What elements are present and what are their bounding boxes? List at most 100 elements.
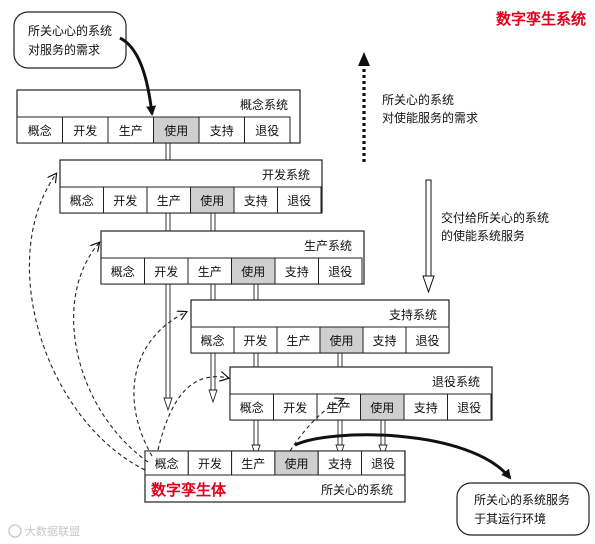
stage-label: 开发 (113, 193, 137, 208)
stage-label: 支持 (285, 264, 309, 279)
callout-bottom-right-line2: 于其运行环境 (474, 511, 546, 526)
stage-cell (190, 186, 235, 214)
stage-cell (59, 186, 104, 214)
stage-cell (229, 393, 274, 421)
stage-cell (319, 326, 364, 354)
dashed-arrow-2 (73, 243, 149, 463)
stage-label: 退役 (328, 264, 352, 279)
stage-cell (405, 326, 450, 354)
flow-line-5 (380, 419, 386, 446)
callout-top-left-line2: 对服务的需求 (28, 42, 100, 57)
stage-label: 生产 (286, 334, 310, 348)
service-need-arrow (119, 36, 157, 116)
stage-cell (153, 116, 200, 144)
system-name: 支持系统 (389, 307, 437, 322)
stage-cell (277, 186, 322, 214)
stage-label: 退役 (415, 333, 439, 348)
stage-label: 退役 (287, 193, 311, 208)
stage-label: 使用 (164, 123, 188, 138)
callout-bottom-right-line1: 所关心的系统服务 (474, 492, 570, 507)
dotted-arrow-head (358, 52, 370, 66)
system-name: 退役系统 (432, 374, 480, 389)
service-to-environment-arrow (294, 433, 512, 480)
stage-cell (244, 116, 291, 144)
stage-label: 退役 (457, 400, 481, 415)
stage-label: 开发 (154, 264, 178, 279)
stage-label: 概念 (70, 193, 94, 208)
annotation-solid-line2: 的使能系统服务 (441, 228, 525, 243)
annotation-dotted-line1: 所关心的系统 (382, 92, 454, 107)
stage-label: 使用 (200, 193, 224, 208)
stage-label: 生产 (198, 265, 222, 279)
watermark: 大数据联盟 (8, 524, 80, 538)
stage-cell (190, 326, 235, 354)
dashed-arrow-5 (289, 399, 343, 452)
stage-label: 生产 (119, 124, 143, 138)
stage-label: 支持 (372, 333, 396, 348)
dashed-arrow-4 (157, 377, 228, 451)
twin-name: 数字孪生体 (151, 481, 227, 499)
stage-label: 开发 (283, 400, 307, 415)
stage-cell (144, 257, 189, 285)
stage-cell (318, 257, 363, 285)
system-name: 概念系统 (240, 97, 288, 112)
stage-cell (447, 393, 492, 421)
stage-label: 生产 (157, 194, 181, 208)
callout-bottom-right: 所关心的系统服务 于其运行环境 (456, 482, 590, 536)
stage-label: 开发 (243, 333, 267, 348)
dashed-arrow-3 (133, 312, 186, 457)
stage-label: 支持 (244, 193, 268, 208)
callout-top-left: 所关心心的系统 对服务的需求 (13, 11, 127, 69)
twin-stage-label: 概念 (155, 456, 179, 471)
twin-stage-label: 退役 (371, 456, 395, 471)
annotation-solid-line1: 交付给所关心的系统 (441, 210, 549, 225)
twin-stage-label: 使用 (285, 456, 309, 471)
stage-label: 开发 (73, 123, 97, 138)
enabling-service-arrow (422, 179, 435, 294)
stage-cell (233, 186, 278, 214)
stage-label: 使用 (329, 333, 353, 348)
stage-label: 生产 (327, 401, 351, 415)
twin-stage-label: 支持 (328, 456, 352, 471)
system-name: 开发系统 (262, 167, 310, 182)
stage-cell (198, 116, 245, 144)
stage-label: 概念 (200, 333, 224, 348)
flow-arrow-head-1 (163, 397, 173, 412)
stage-cell (231, 257, 276, 285)
stage-cell (103, 186, 148, 214)
diagram-title: 数字孪生系统 (496, 10, 586, 28)
stage-cell (274, 257, 319, 285)
twin-stage-label: 生产 (241, 457, 265, 471)
watermark-text: 大数据联盟 (25, 524, 80, 538)
annotation-dotted-line2: 对使能服务的需求 (382, 110, 478, 125)
stage-label: 使用 (241, 264, 265, 279)
twin-stage-label: 开发 (198, 456, 222, 471)
stage-cell (360, 393, 405, 421)
feedback-dashed-arrows (28, 174, 343, 471)
stage-label: 概念 (28, 123, 52, 138)
stage-label: 概念 (240, 400, 264, 415)
flow-arrow-head-2 (208, 389, 218, 404)
stage-label: 支持 (414, 400, 438, 415)
dashed-arrow-1 (28, 174, 146, 471)
system-name: 生产系统 (304, 239, 352, 253)
callout-top-left-line1: 所关心心的系统 (28, 23, 112, 38)
stage-label: 使用 (370, 400, 394, 415)
stage-label: 退役 (255, 123, 279, 138)
digital-twin-block: 概念开发生产使用支持退役数字孪生体所关心的系统 (144, 450, 406, 503)
stage-cell (403, 393, 448, 421)
stage-label: 概念 (111, 264, 135, 279)
stage-cell (273, 393, 318, 421)
twin-stage-cell (361, 450, 406, 476)
stage-cell (146, 186, 191, 214)
stage-label: 支持 (210, 123, 234, 138)
stage-cell (276, 326, 321, 354)
system-stack: 概念系统概念开发生产使用支持退役开发系统概念开发生产使用支持退役生产系统概念开发… (16, 89, 493, 421)
stage-cell (233, 326, 278, 354)
